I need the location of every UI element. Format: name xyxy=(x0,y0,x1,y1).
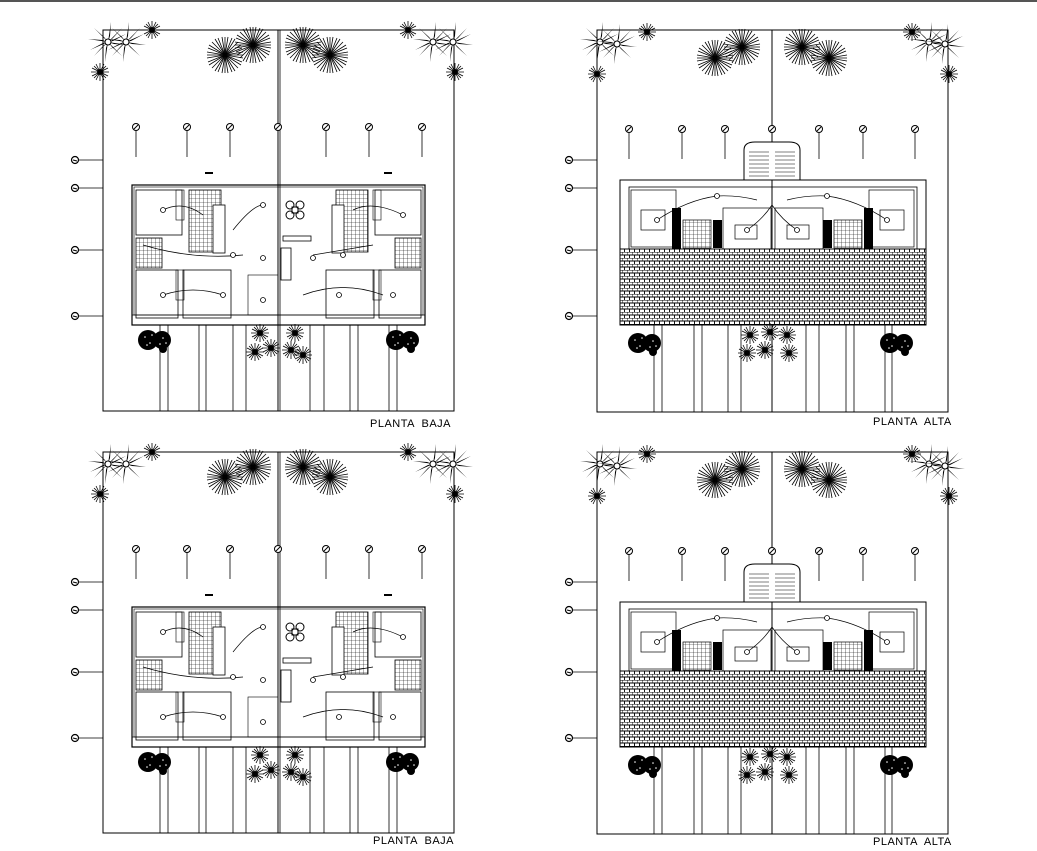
plan-planta-baja-bottom xyxy=(72,443,474,833)
plan-planta-alta-top xyxy=(566,22,966,412)
plan-label-planta-baja-top: PLANTA BAJA xyxy=(370,418,451,430)
plan-planta-baja-top xyxy=(72,21,474,411)
plan-planta-alta-bottom xyxy=(566,444,966,834)
sheet-top-border xyxy=(0,0,1037,2)
plan-label-planta-alta-top: PLANTA ALTA xyxy=(873,416,952,428)
plan-label-planta-alta-bottom: PLANTA ALTA xyxy=(873,836,952,848)
plan-label-planta-baja-bottom: PLANTA BAJA xyxy=(373,835,454,847)
